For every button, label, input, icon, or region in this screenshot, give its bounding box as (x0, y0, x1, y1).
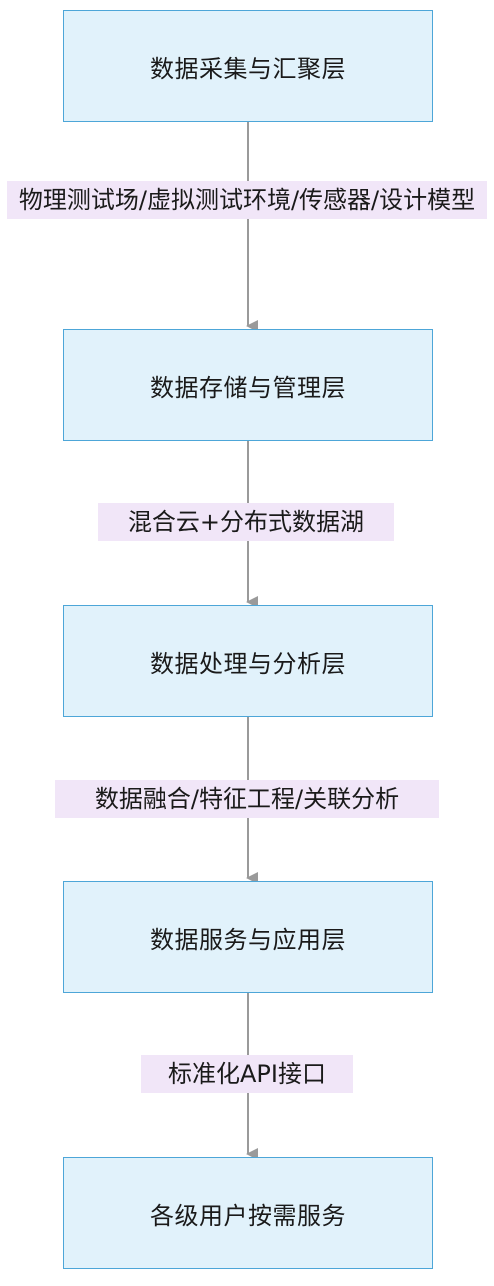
edge-label-storage-processing: 混合云+分布式数据湖 (98, 503, 394, 541)
edge-label-service-users: 标准化API接口 (141, 1055, 353, 1093)
node-label: 数据采集与汇聚层 (150, 54, 346, 83)
node-service-layer: 数据服务与应用层 (63, 881, 433, 993)
edge-label-collection-storage: 物理测试场/虚拟测试环境/传感器/设计模型 (7, 181, 487, 219)
node-collection-layer: 数据采集与汇聚层 (63, 10, 433, 122)
node-label: 数据处理与分析层 (150, 649, 346, 678)
node-label: 数据存储与管理层 (150, 373, 346, 402)
node-storage-layer: 数据存储与管理层 (63, 329, 433, 441)
node-processing-layer: 数据处理与分析层 (63, 605, 433, 717)
node-users-layer: 各级用户按需服务 (63, 1157, 433, 1269)
edge-label-processing-service: 数据融合/特征工程/关联分析 (55, 780, 439, 818)
node-label: 各级用户按需服务 (150, 1201, 346, 1230)
node-label: 数据服务与应用层 (150, 925, 346, 954)
